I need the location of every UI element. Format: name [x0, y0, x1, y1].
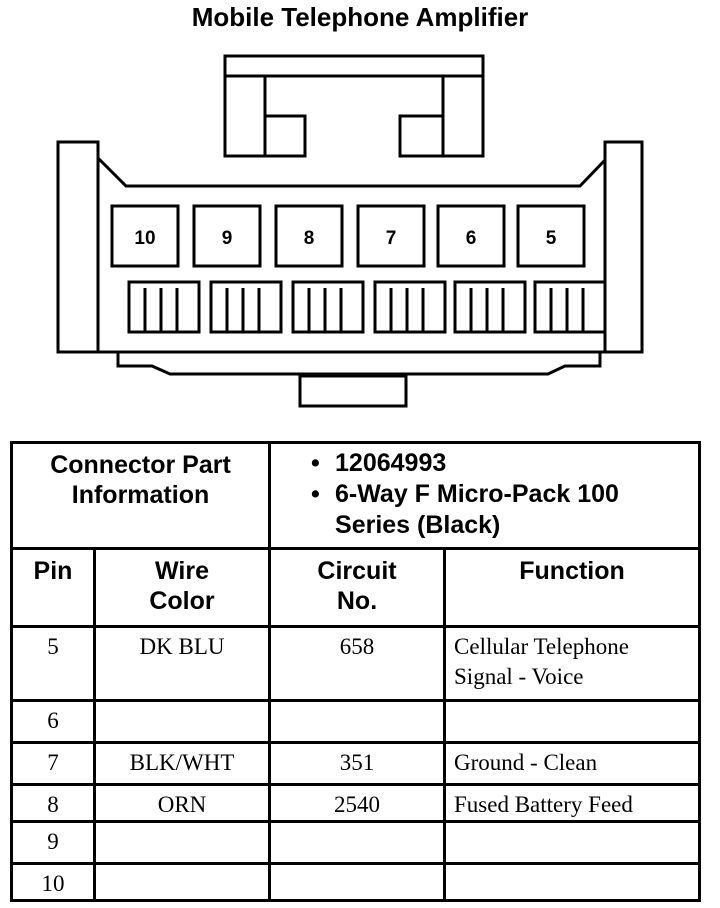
table-row: 6	[10, 699, 702, 744]
diagram-title: Mobile Telephone Amplifier	[191, 2, 529, 32]
part-number: 12064993	[311, 448, 698, 479]
cell-pin: 5	[10, 625, 96, 702]
header-pin: Pin	[10, 547, 96, 628]
cell-wire-color	[92, 862, 272, 902]
pin-cavity-10	[110, 204, 180, 268]
terminal-slot-9	[209, 280, 283, 334]
cell-wire-color: ORN	[92, 783, 272, 823]
cell-circuit	[268, 862, 447, 902]
pin-label-9: 9	[222, 228, 233, 249]
pin-label-10: 10	[134, 228, 155, 249]
table-row: 9	[10, 820, 702, 865]
cell-pin: 6	[10, 699, 96, 744]
latch-inner-left	[263, 114, 307, 158]
connector-diagram: 10 9 8 7 6 5	[56, 54, 644, 408]
header-wire-color-text: Wire Color	[149, 557, 215, 615]
terminal-slot-8	[291, 280, 365, 334]
cell-function	[443, 862, 702, 902]
part-info-list: 12064993 6-Way F Micro-Pack 100 Series (…	[268, 441, 702, 550]
cell-wire-color	[92, 699, 272, 744]
part-info-label: Connector Part Information	[9, 441, 272, 550]
cell-pin: 7	[10, 741, 96, 786]
connector-table: Connector Part Information 12064993 6-Wa…	[9, 441, 702, 902]
terminal-slot-5	[533, 280, 607, 334]
cell-function: Ground - Clean	[443, 741, 702, 786]
header-circuit-text: Circuit No.	[317, 557, 397, 615]
pin-label-7: 7	[386, 228, 397, 249]
part-description: 6-Way F Micro-Pack 100 Series (Black)	[311, 479, 698, 541]
header-circuit-no: Circuit No.	[268, 547, 447, 628]
latch-right-post	[441, 74, 485, 158]
terminal-slot-10	[127, 280, 201, 334]
pin-cavity-5	[516, 204, 586, 268]
cell-circuit	[268, 820, 447, 865]
cell-pin: 9	[10, 820, 96, 865]
terminal-slot-6	[453, 280, 527, 334]
table-row: 10	[10, 862, 702, 902]
cell-circuit: 2540	[268, 783, 447, 823]
latch-inner-right	[398, 114, 445, 158]
pin-cavity-6	[436, 204, 506, 268]
cell-circuit	[268, 699, 447, 744]
header-wire-color: Wire Color	[92, 547, 272, 628]
bottom-tab	[298, 374, 408, 408]
latch-left-post	[223, 74, 267, 158]
cell-wire-color: BLK/WHT	[92, 741, 272, 786]
header-function: Function	[443, 547, 702, 628]
cell-function	[443, 699, 702, 744]
pin-cavity-7	[356, 204, 426, 268]
cell-pin: 8	[10, 783, 96, 823]
latch-top	[223, 54, 485, 78]
pin-label-8: 8	[304, 228, 315, 249]
cell-circuit: 351	[268, 741, 447, 786]
cell-pin: 10	[10, 862, 96, 902]
cell-function	[443, 820, 702, 865]
terminal-slot-7	[373, 280, 447, 334]
cell-circuit: 658	[268, 625, 447, 702]
cell-wire-color: DK BLU	[92, 625, 272, 702]
cell-wire-color	[92, 820, 272, 865]
cell-function: Cellular Telephone Signal - Voice	[443, 625, 702, 702]
pin-label-6: 6	[466, 228, 477, 249]
cell-function: Fused Battery Feed	[443, 783, 702, 823]
pin-cavity-9	[192, 204, 262, 268]
pin-cavity-8	[274, 204, 344, 268]
pin-label-5: 5	[546, 228, 557, 249]
